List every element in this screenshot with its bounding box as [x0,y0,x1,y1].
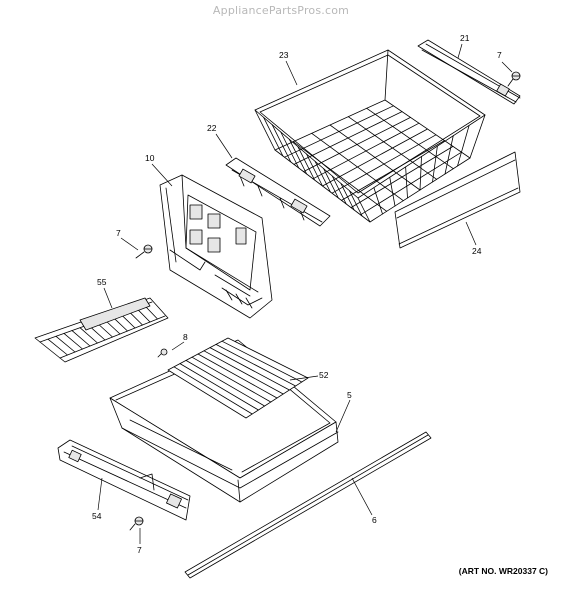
bracket-part-22 [225,157,331,227]
callout-7-bottom: 7 [137,545,142,555]
wire-line [419,156,422,191]
wire-line [389,176,396,207]
wire-line [221,340,303,383]
slide-rail-part-21 [417,39,521,105]
wire-line [71,330,91,347]
wire-basket-part-23 [254,49,486,223]
wire-line [197,353,278,399]
wire-line [444,135,454,175]
wire-line [329,124,421,191]
wire-line [306,153,323,187]
frame-part-10 [159,174,273,319]
callout-6: 6 [372,515,377,525]
wire-line [173,366,253,415]
slide-rail-part-54 [57,439,191,521]
wire-line [209,347,290,391]
callout-8: 8 [183,332,188,342]
wire-line [280,131,300,169]
wire-line [311,132,404,202]
wire-line [55,335,76,353]
callout-52: 52 [319,370,329,380]
wire-line [314,160,331,193]
long-rail-part-6 [184,431,432,579]
callout-55: 55 [97,277,107,287]
watermark: AppliancePartsPros.com [212,4,350,17]
wire-line [179,363,259,411]
wire-line [191,356,272,403]
wire-line [47,338,68,356]
callout-22: 22 [207,123,217,133]
screw-part-7-bottom [129,516,144,531]
wire-line [297,146,315,181]
basket-front-part-24 [394,151,521,249]
wire-line [203,350,284,395]
callout-10: 10 [145,153,155,163]
callout-5: 5 [347,390,352,400]
wire-line [457,124,470,167]
wire-line [432,145,438,183]
wire-line [63,333,83,350]
wire-line [366,107,454,170]
grille-part-55 [34,297,169,363]
grille-part-52 [167,337,309,419]
leader-lines [97,43,513,544]
callout-24: 24 [472,246,482,256]
art-number: (ART NO. WR20337 C) [458,566,548,576]
callout-7-mid: 7 [116,228,121,238]
wire-line [292,141,388,212]
wire-line [405,166,408,199]
wire-line [185,359,266,407]
wire-line [323,168,339,199]
wire-line [347,116,438,180]
callout-21: 21 [460,33,470,43]
callout-23: 23 [279,50,289,60]
screw-part-7-mid [135,244,153,259]
callout-54: 54 [92,511,102,521]
wire-line [79,327,98,344]
wire-line [288,138,308,175]
wire-line [215,343,297,387]
screw-part-7-top [507,71,521,87]
callout-7-top: 7 [497,50,502,60]
wire-line [263,116,284,157]
callout-labels: 23 21 7 22 10 7 24 55 8 52 5 54 6 7 [92,33,502,555]
screw-part-8 [157,348,168,358]
wire-line [373,187,383,215]
